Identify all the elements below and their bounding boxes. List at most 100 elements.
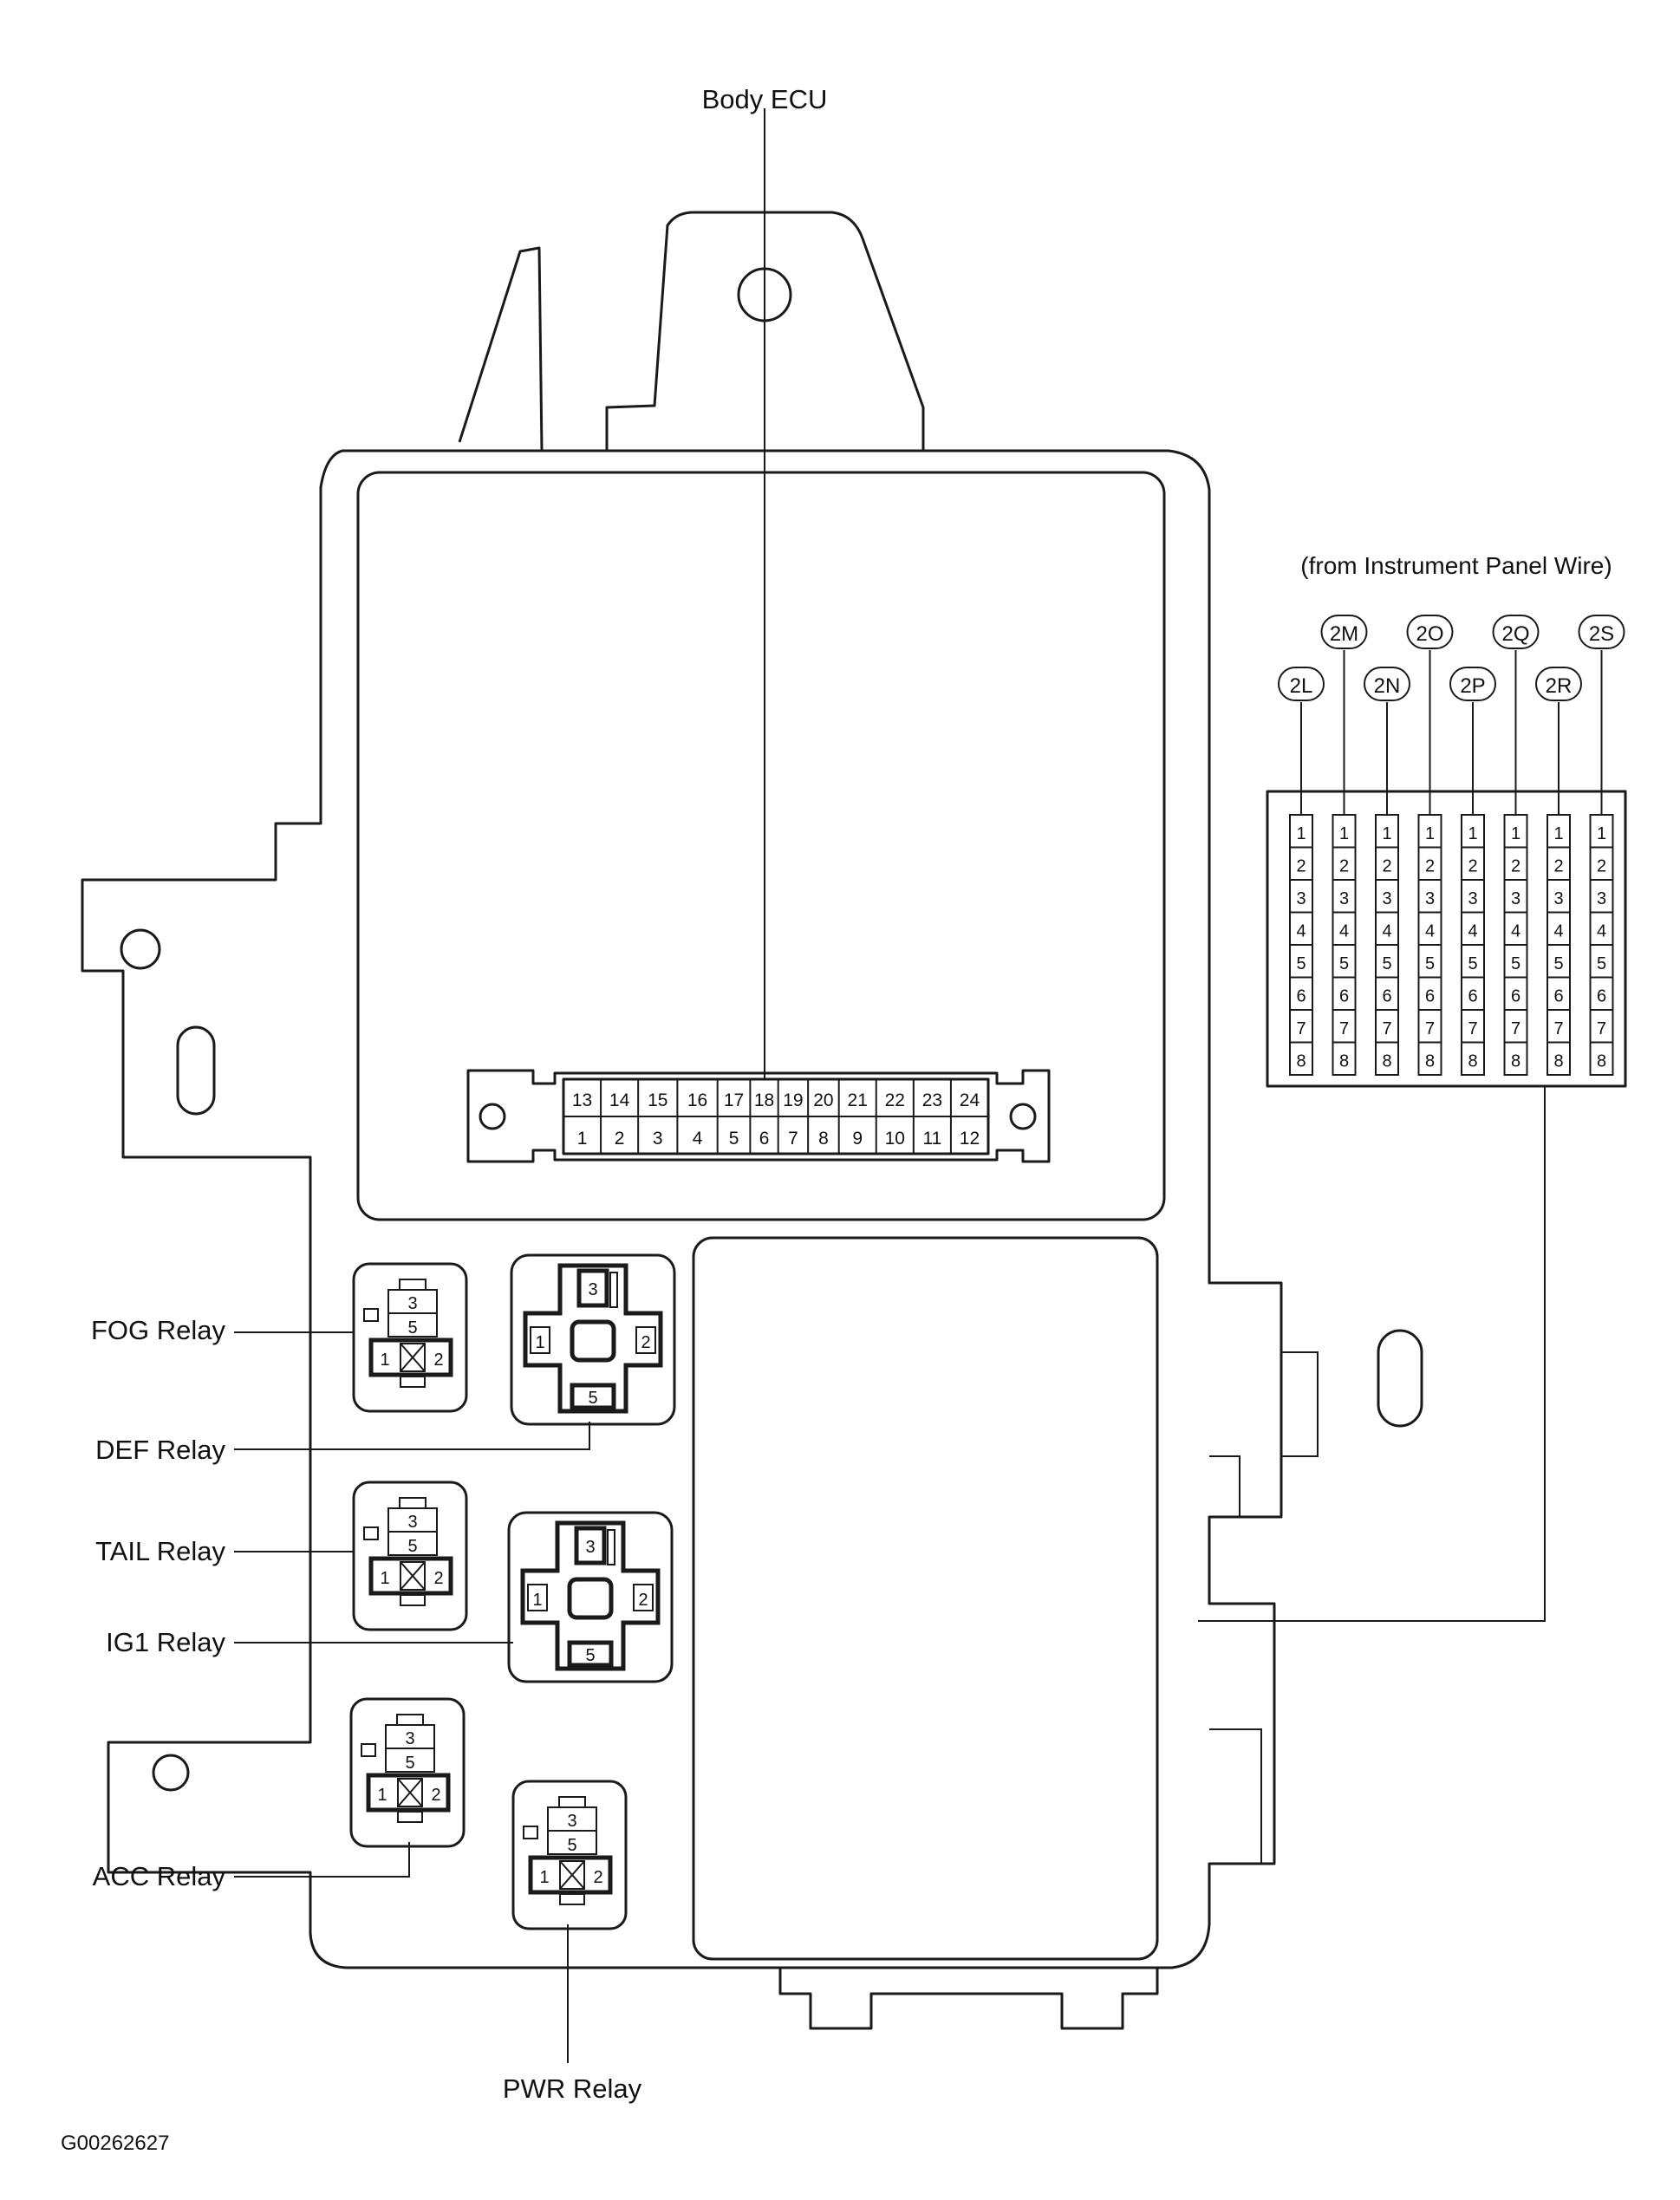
ecu-pin: 6 <box>759 1129 770 1149</box>
ip-pin: 2 <box>1425 857 1435 876</box>
ip-pin: 2 <box>1296 857 1306 876</box>
ip-pin: 1 <box>1468 824 1477 843</box>
ecu-pin: 21 <box>848 1090 868 1110</box>
svg-text:3: 3 <box>405 1729 414 1748</box>
ecu-pin: 2 <box>615 1129 625 1149</box>
acc-relay-label: ACC Relay <box>93 1861 226 1891</box>
svg-text:2: 2 <box>638 1591 648 1610</box>
ip-pin: 8 <box>1553 1052 1563 1071</box>
ip-pin: 3 <box>1468 889 1477 908</box>
ip-pin: 5 <box>1468 954 1477 973</box>
ecu-pin: 4 <box>693 1129 703 1149</box>
ip-pin: 6 <box>1597 987 1606 1006</box>
connector-tag-2o <box>1406 615 1454 649</box>
connector-tag-label: 2N <box>1374 674 1401 698</box>
ecu-pin: 14 <box>609 1090 630 1110</box>
figure-code: G00262627 <box>61 2132 169 2155</box>
ip-pin: 2 <box>1468 857 1477 876</box>
ip-pin: 4 <box>1339 922 1349 941</box>
ip-pin: 6 <box>1339 987 1349 1006</box>
connector-tag-2l <box>1278 667 1325 701</box>
ecu-pin: 11 <box>922 1129 941 1149</box>
ip-pin: 7 <box>1339 1019 1349 1038</box>
ecu-pin: 22 <box>885 1090 905 1110</box>
connector-tag-label: 2Q <box>1501 622 1529 646</box>
ip-pin: 1 <box>1597 824 1606 843</box>
ecu-pin: 9 <box>852 1129 863 1149</box>
ip-pin: 7 <box>1553 1019 1563 1038</box>
svg-text:1: 1 <box>377 1786 387 1805</box>
ip-pin: 8 <box>1382 1052 1391 1071</box>
ip-pin: 4 <box>1425 922 1435 941</box>
ip-pin: 4 <box>1597 922 1606 941</box>
ecu-pin: 18 <box>754 1090 774 1110</box>
ip-pin: 7 <box>1425 1019 1435 1038</box>
svg-text:5: 5 <box>567 1836 576 1855</box>
svg-text:2: 2 <box>593 1868 602 1887</box>
connector-tag-2p <box>1449 667 1496 701</box>
ip-pin: 1 <box>1382 824 1391 843</box>
svg-text:2: 2 <box>433 1569 443 1588</box>
ecu-pin: 19 <box>783 1090 803 1110</box>
ip-pin: 1 <box>1425 824 1435 843</box>
ip-pin: 1 <box>1511 824 1520 843</box>
svg-text:5: 5 <box>585 1646 595 1665</box>
svg-text:1: 1 <box>539 1868 549 1887</box>
ecu-pin: 1 <box>577 1129 588 1149</box>
ig1-relay-label: IG1 Relay <box>106 1627 225 1657</box>
ip-pin: 3 <box>1597 889 1606 908</box>
fog-relay-label: FOG Relay <box>91 1315 226 1345</box>
ip-pin: 2 <box>1382 857 1391 876</box>
connector-tag-2s <box>1578 615 1625 649</box>
ip-pin: 2 <box>1339 857 1349 876</box>
ecu-pin: 15 <box>648 1090 667 1110</box>
ecu-pin: 23 <box>922 1090 942 1110</box>
svg-text:3: 3 <box>585 1538 595 1557</box>
svg-text:3: 3 <box>588 1280 597 1299</box>
ip-pin: 6 <box>1296 987 1306 1006</box>
ecu-pin: 24 <box>960 1090 980 1110</box>
ig1-relay-socket: 3 1 2 5 <box>507 1511 674 1683</box>
housing <box>81 211 1423 2030</box>
svg-text:3: 3 <box>407 1294 417 1313</box>
connector-tag-2r <box>1535 667 1582 701</box>
ip-pin: 8 <box>1511 1052 1520 1071</box>
ip-pin: 6 <box>1468 987 1477 1006</box>
ip-pin: 4 <box>1511 922 1520 941</box>
def-relay-label: DEF Relay <box>95 1435 225 1465</box>
connector-tag-2m <box>1320 615 1368 649</box>
ip-pin: 7 <box>1468 1019 1477 1038</box>
ip-pin: 2 <box>1597 857 1606 876</box>
connector-tag-label: 2M <box>1330 622 1358 646</box>
ip-pin: 7 <box>1296 1019 1306 1038</box>
ip-pin: 3 <box>1511 889 1520 908</box>
from-ip-wire-label: (from Instrument Panel Wire) <box>1300 552 1612 579</box>
ip-pin: 7 <box>1382 1019 1391 1038</box>
svg-text:1: 1 <box>532 1591 542 1610</box>
ip-pin: 5 <box>1425 954 1435 973</box>
ip-pin: 8 <box>1339 1052 1349 1071</box>
svg-text:3: 3 <box>407 1513 417 1532</box>
ip-pin: 4 <box>1468 922 1477 941</box>
connector-tag-label: 2S <box>1589 622 1614 646</box>
ecu-pin: 7 <box>788 1129 798 1149</box>
svg-text:2: 2 <box>433 1351 443 1370</box>
svg-text:5: 5 <box>588 1389 597 1408</box>
connector-tag-2q <box>1492 615 1540 649</box>
ecu-pin: 10 <box>885 1129 905 1149</box>
ip-pin: 1 <box>1296 824 1306 843</box>
ip-pin: 2 <box>1511 857 1520 876</box>
ip-pin: 6 <box>1553 987 1563 1006</box>
svg-text:2: 2 <box>641 1333 650 1352</box>
ip-pin: 5 <box>1597 954 1606 973</box>
ecu-pin: 8 <box>818 1129 829 1149</box>
ecu-pin: 13 <box>572 1090 592 1110</box>
ip-pin: 3 <box>1425 889 1435 908</box>
callout-labels: Body ECU (from Instrument Panel Wire) FO… <box>61 84 1612 2155</box>
ip-connector-block: 1234567812345678123456781234567812345678… <box>1266 615 1627 1088</box>
connector-tag-label: 2R <box>1546 674 1573 698</box>
